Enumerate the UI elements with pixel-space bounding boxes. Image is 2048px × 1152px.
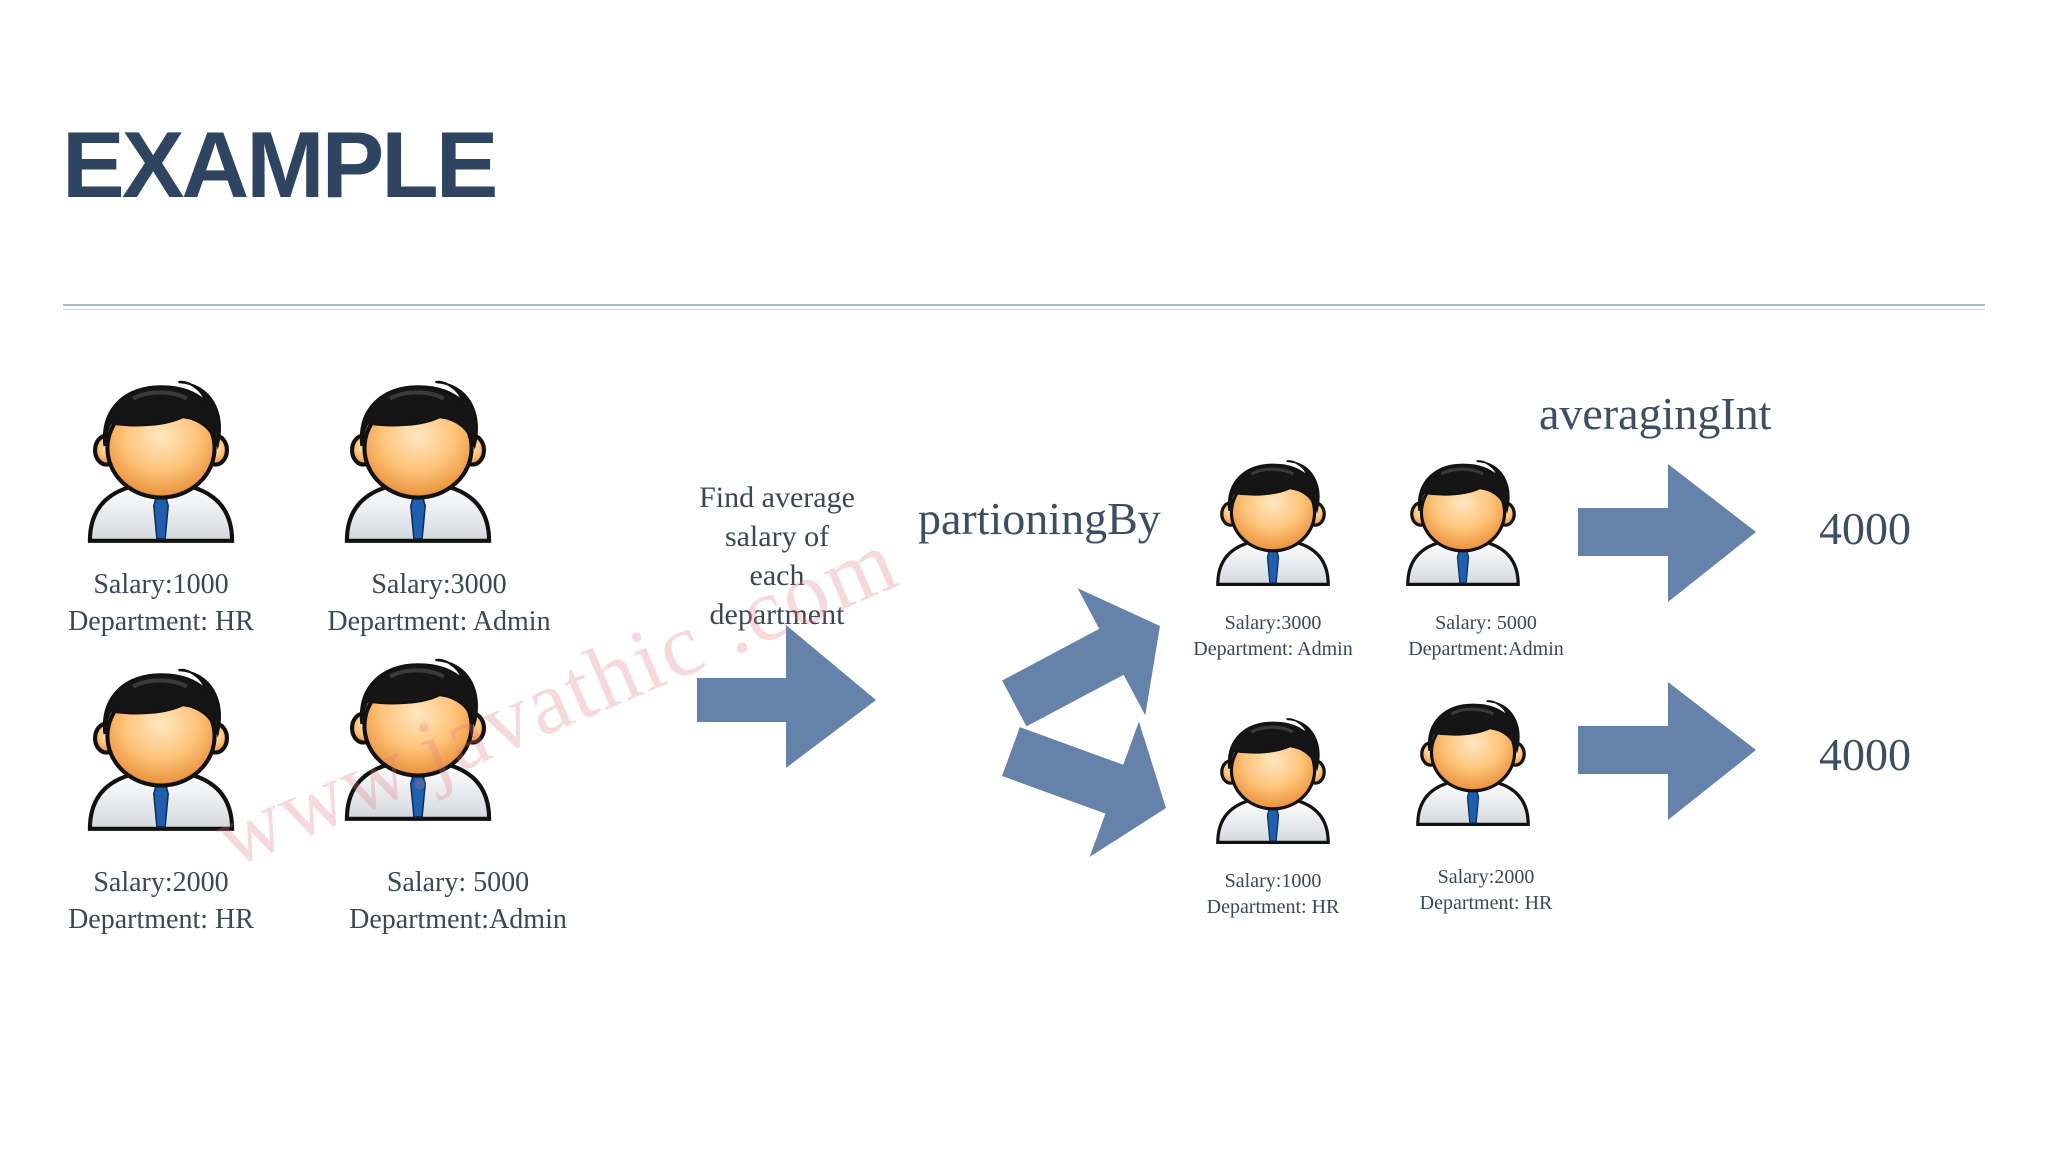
employee-caption: Salary:1000 Department: HR bbox=[41, 566, 281, 640]
employee-department: Department: HR bbox=[1388, 890, 1584, 916]
partitioning-label: partioningBy bbox=[918, 492, 1161, 545]
find-line: Find average bbox=[660, 478, 894, 517]
person-icon bbox=[83, 378, 239, 548]
person-icon bbox=[1212, 716, 1334, 848]
employee-salary: Salary: 5000 bbox=[1388, 610, 1584, 636]
employee-salary: Salary: 5000 bbox=[318, 864, 598, 901]
employee-salary: Salary:1000 bbox=[1172, 868, 1374, 894]
employee-department: Department: Admin bbox=[1172, 636, 1374, 662]
title-divider bbox=[63, 304, 1985, 306]
employee-salary: Salary:2000 bbox=[1388, 864, 1584, 890]
title-divider-shadow bbox=[63, 309, 1985, 310]
employee-salary: Salary:3000 bbox=[1172, 610, 1374, 636]
employee-caption: Salary:3000 Department: Admin bbox=[294, 566, 584, 640]
arrow-right-icon bbox=[1578, 464, 1756, 602]
employee-department: Department: HR bbox=[41, 901, 281, 938]
employee-salary: Salary:3000 bbox=[294, 566, 584, 603]
employee-department: Department:Admin bbox=[1388, 636, 1584, 662]
employee-department: Department:Admin bbox=[318, 901, 598, 938]
arrow-right-icon bbox=[1578, 682, 1756, 820]
employee-department: Department: HR bbox=[1172, 894, 1374, 920]
employee-caption: Salary: 5000 Department:Admin bbox=[1388, 610, 1584, 662]
arrow-right-icon bbox=[986, 684, 1190, 876]
employee-caption: Salary:1000 Department: HR bbox=[1172, 868, 1374, 920]
averaging-label: averagingInt bbox=[1539, 387, 1771, 440]
employee-department: Department: HR bbox=[41, 603, 281, 640]
person-icon bbox=[1212, 458, 1334, 590]
person-icon bbox=[1412, 698, 1534, 830]
person-icon bbox=[1402, 458, 1524, 590]
slide-title: EXAMPLE bbox=[62, 118, 495, 212]
employee-salary: Salary:1000 bbox=[41, 566, 281, 603]
employee-department: Department: Admin bbox=[294, 603, 584, 640]
person-icon bbox=[340, 378, 496, 548]
arrow-right-icon bbox=[981, 562, 1194, 767]
hr-average-result: 4000 bbox=[1819, 728, 1911, 781]
admin-average-result: 4000 bbox=[1819, 502, 1911, 555]
employee-caption: Salary: 5000 Department:Admin bbox=[318, 864, 598, 938]
employee-caption: Salary:3000 Department: Admin bbox=[1172, 610, 1374, 662]
employee-caption: Salary:2000 Department: HR bbox=[1388, 864, 1584, 916]
